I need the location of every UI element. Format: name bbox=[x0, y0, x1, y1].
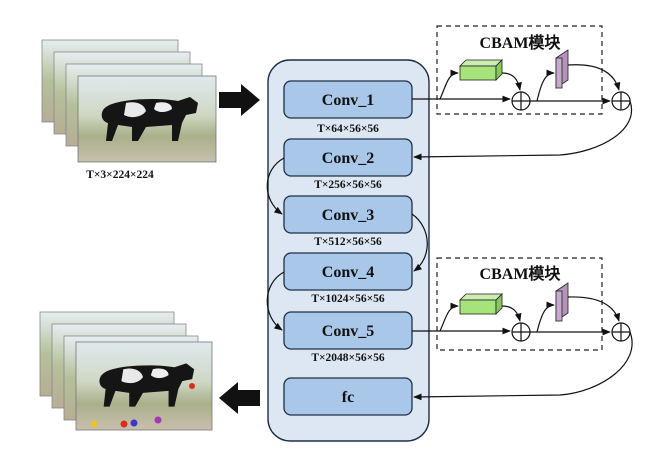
keypoint-marker bbox=[120, 420, 128, 428]
layer-label: Conv_2 bbox=[322, 150, 374, 167]
layer-label: Conv_1 bbox=[322, 92, 374, 109]
connector-arrow bbox=[536, 69, 555, 102]
layer-shape-label: T×2048×56×56 bbox=[311, 352, 385, 364]
input-shape-label: T×3×224×224 bbox=[86, 169, 154, 181]
connector-arrow bbox=[411, 213, 428, 272]
channel-attention-block bbox=[459, 59, 503, 81]
cbam-module-title: CBAM模块 bbox=[480, 33, 562, 52]
output-flow-arrow-icon bbox=[219, 382, 260, 414]
connector-arrow bbox=[501, 72, 522, 91]
circle-plus-icon bbox=[611, 91, 631, 111]
keypoint-marker bbox=[154, 416, 162, 424]
layer-conv-4: Conv_4 bbox=[283, 252, 413, 291]
layer-conv-1: Conv_1 bbox=[283, 80, 413, 119]
connector-arrow bbox=[266, 157, 285, 215]
connector-arrow bbox=[501, 305, 522, 322]
layer-shape-label: T×64×56×56 bbox=[317, 123, 379, 135]
keypoint-marker bbox=[189, 383, 195, 389]
layer-label: Conv_5 bbox=[322, 323, 374, 340]
layer-label: Conv_4 bbox=[322, 264, 374, 281]
layer-shape-label: T×512×56×56 bbox=[314, 236, 382, 248]
output-frame-stack bbox=[39, 311, 213, 431]
circle-plus-icon bbox=[511, 322, 531, 342]
channel-attention-block bbox=[459, 293, 503, 315]
connector-arrow bbox=[266, 271, 285, 331]
spatial-attention-block bbox=[555, 282, 569, 322]
cbam-module-box bbox=[436, 257, 603, 351]
keypoint-marker bbox=[90, 420, 98, 428]
keypoint-marker bbox=[130, 419, 138, 427]
cbam-module-title: CBAM模块 bbox=[480, 264, 562, 283]
layer-conv-5: Conv_5 bbox=[283, 311, 413, 350]
connector-arrow bbox=[567, 64, 621, 91]
input-frame-front bbox=[77, 75, 217, 163]
connector-arrow bbox=[439, 69, 459, 100]
layer-conv-3: Conv_3 bbox=[283, 195, 413, 234]
output-frame-front bbox=[75, 341, 213, 431]
connector-arrow bbox=[567, 296, 620, 322]
input-flow-arrow-icon bbox=[219, 84, 260, 116]
connector-arrow bbox=[413, 331, 633, 401]
layer-shape-label: T×256×56×56 bbox=[314, 179, 382, 191]
layer-label: Conv_3 bbox=[322, 207, 374, 224]
connector-arrow bbox=[413, 100, 633, 161]
circle-plus-icon bbox=[511, 91, 531, 111]
circle-plus-icon bbox=[611, 322, 631, 342]
layer-conv-2: Conv_2 bbox=[283, 138, 413, 177]
connector-arrow bbox=[439, 302, 459, 332]
layer-label: fc bbox=[342, 389, 354, 406]
layer-fc: fc bbox=[283, 377, 413, 416]
layer-shape-label: T×1024×56×56 bbox=[311, 293, 385, 305]
input-frame-stack bbox=[41, 39, 217, 163]
connector-arrow bbox=[536, 301, 555, 333]
spatial-attention-block bbox=[555, 49, 569, 89]
